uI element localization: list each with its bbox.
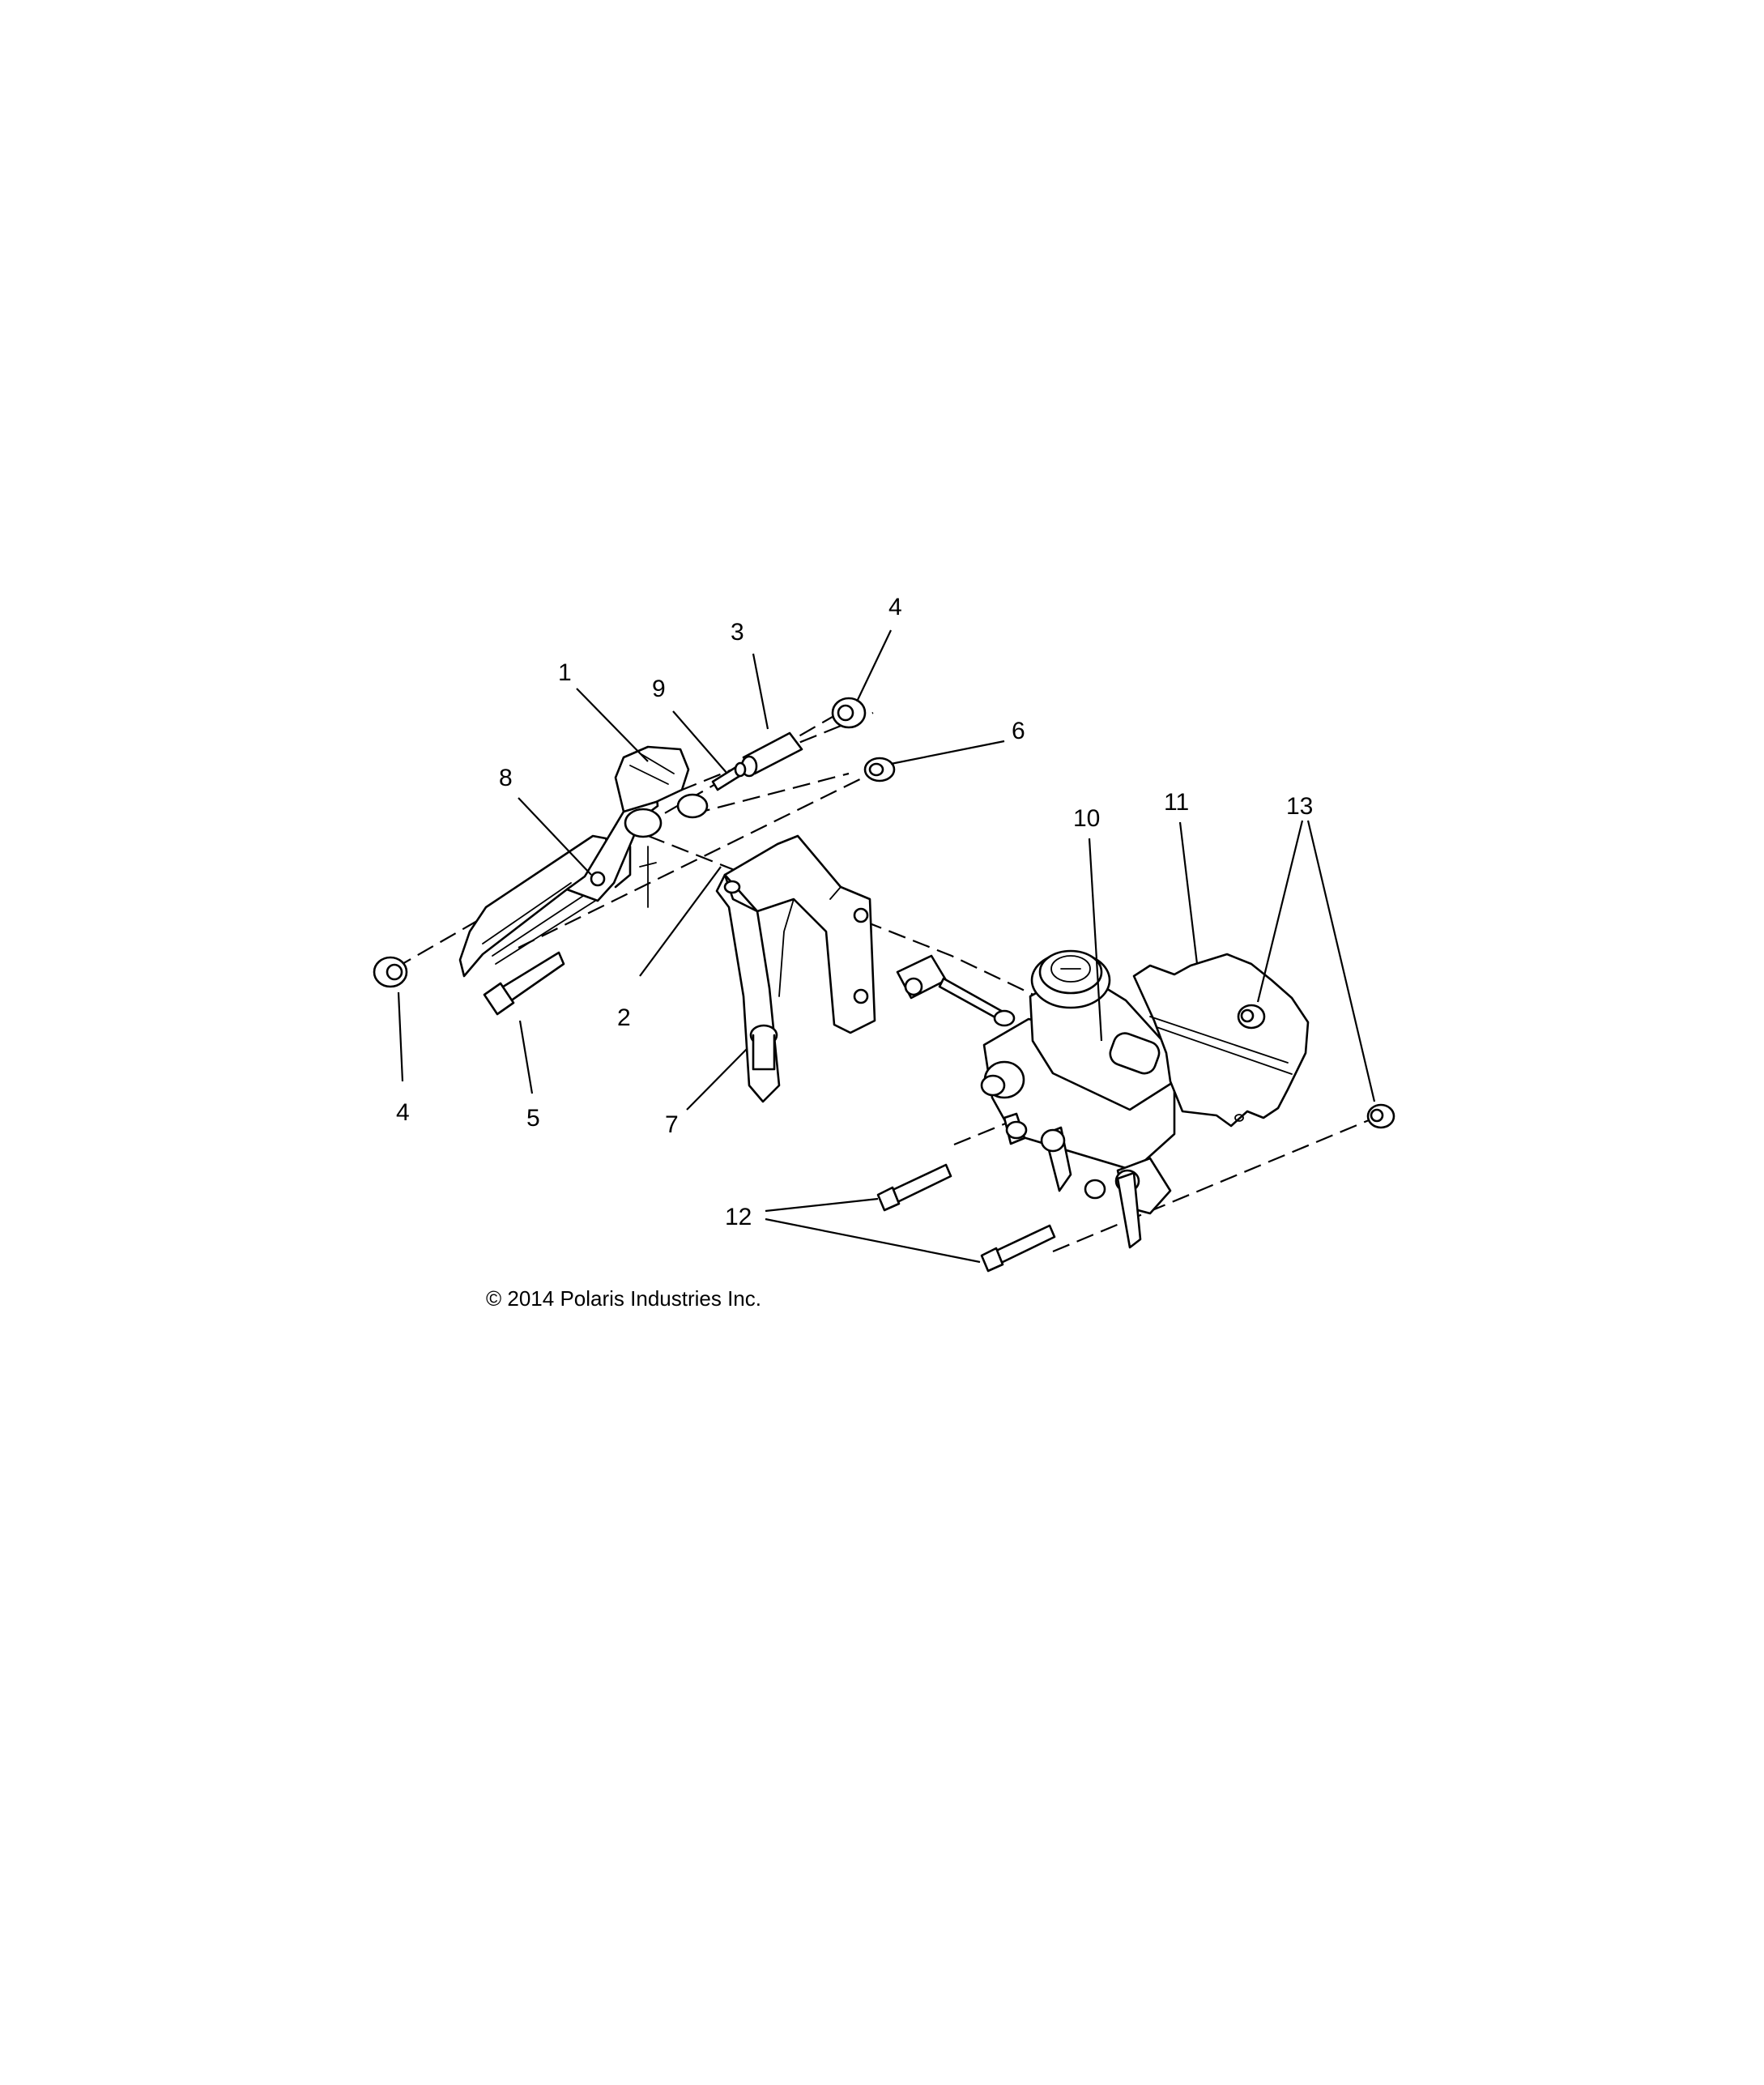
mounting-bolt-upper — [876, 1163, 952, 1212]
nut — [863, 757, 896, 782]
callout-7: 7 — [665, 1111, 679, 1138]
shield-nut-upper — [1237, 1004, 1266, 1030]
callout-3: 3 — [731, 619, 744, 646]
bushing-upper — [831, 697, 867, 729]
pedal-pin — [590, 871, 606, 887]
push-rod — [896, 954, 1016, 1027]
callout-9: 9 — [652, 676, 666, 702]
mounting-bolt-lower — [980, 1224, 1056, 1273]
callouts: 1 2 3 4 4 5 6 7 8 9 10 11 12 13 — [396, 594, 1313, 1230]
callout-2: 2 — [617, 1004, 631, 1031]
bushing-lower — [373, 956, 408, 988]
callout-6: 6 — [1012, 718, 1025, 744]
brake-pedal — [458, 745, 709, 978]
pivot-tube — [740, 731, 803, 778]
pedal-bracket — [715, 834, 876, 1103]
bracket-fastener — [749, 1024, 778, 1071]
callout-12: 12 — [725, 1204, 752, 1230]
copyright-notice: © 2014 Polaris Industries Inc. — [486, 1286, 761, 1311]
callout-13: 13 — [1286, 793, 1313, 820]
callout-10: 10 — [1073, 805, 1100, 832]
callout-8: 8 — [499, 765, 513, 791]
bolt — [483, 951, 565, 1016]
heat-shield — [1132, 953, 1310, 1128]
shield-nut-lower — [1366, 1103, 1395, 1129]
callout-11: 11 — [1164, 789, 1189, 816]
leader-lines — [397, 629, 1376, 1264]
callout-4-upper: 4 — [888, 594, 902, 620]
clevis-pin — [711, 761, 747, 791]
callout-4-lower: 4 — [396, 1099, 410, 1126]
callout-1: 1 — [558, 659, 572, 686]
callout-5: 5 — [526, 1105, 540, 1132]
